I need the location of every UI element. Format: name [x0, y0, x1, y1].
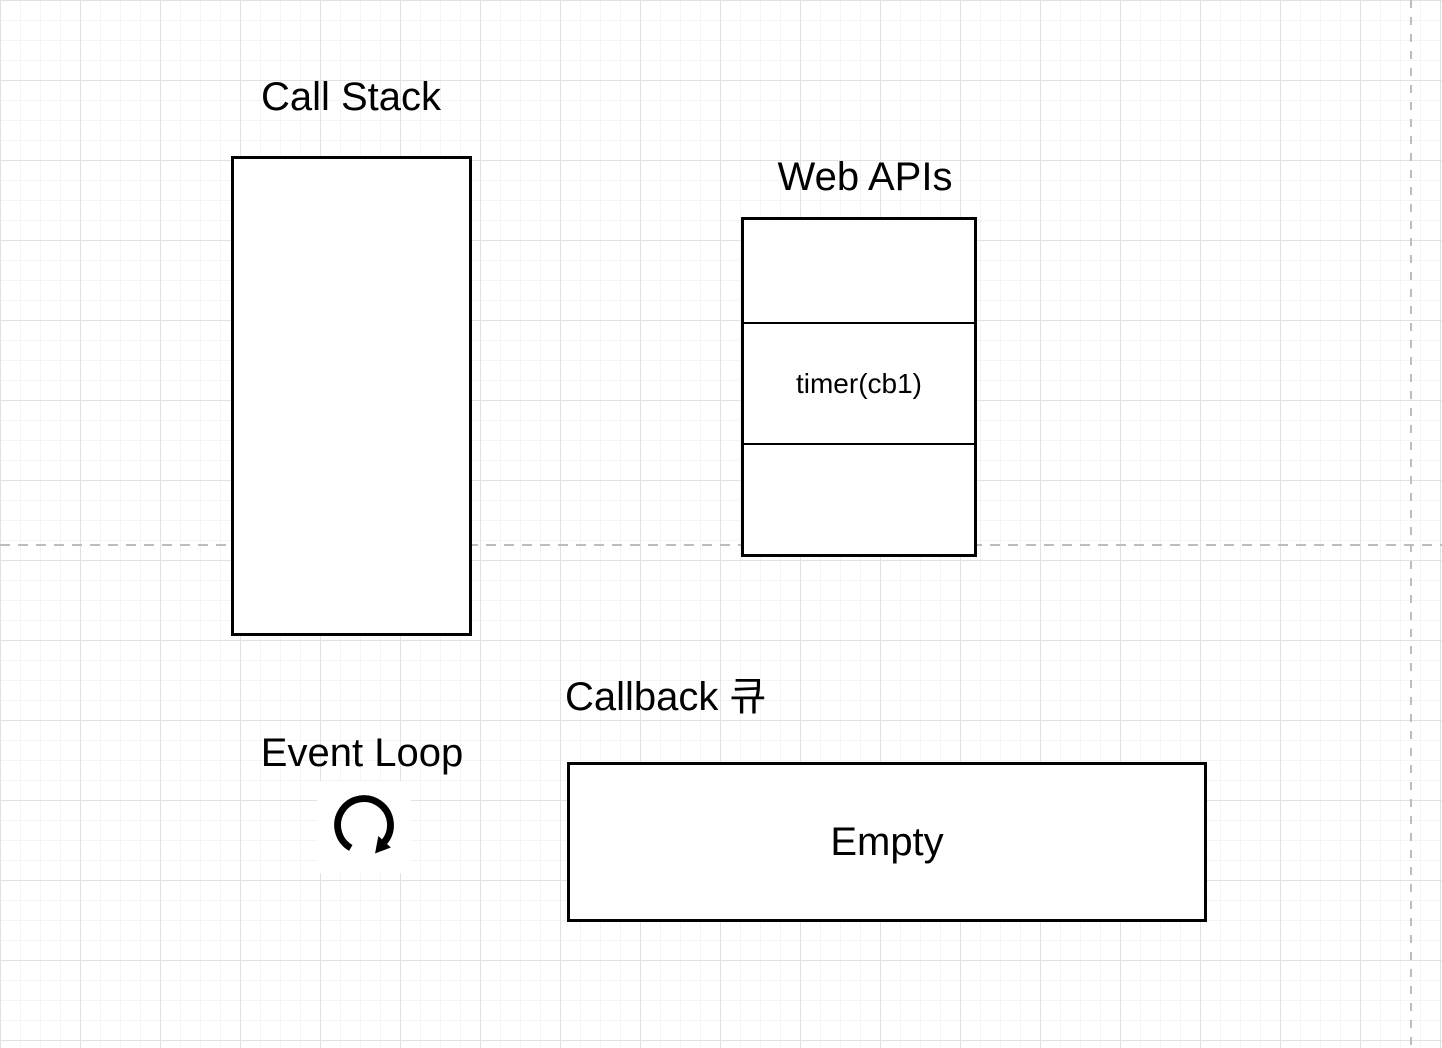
- web-apis-label[interactable]: Web APIs: [777, 155, 953, 199]
- loop-arrow-svg: [334, 795, 394, 854]
- web-api-cell-2-text: timer(cb1): [795, 367, 922, 399]
- page-guide-vertical: [1410, 0, 1412, 1048]
- clockwise-loop-arrow-icon[interactable]: [317, 781, 411, 873]
- event-loop-label[interactable]: Event Loop: [260, 731, 464, 775]
- callback-queue-label[interactable]: Callback 큐: [565, 675, 767, 719]
- web-api-cell-3[interactable]: [744, 443, 974, 554]
- web-apis-box[interactable]: timer(cb1): [741, 217, 977, 557]
- call-stack-box[interactable]: [231, 156, 472, 636]
- web-api-cell-2[interactable]: timer(cb1): [744, 322, 974, 443]
- page-guide-horizontal: [0, 544, 1442, 546]
- web-api-cell-1[interactable]: [744, 220, 974, 322]
- callback-queue-box[interactable]: Empty: [567, 762, 1207, 922]
- callback-queue-content-label: Empty: [830, 819, 944, 864]
- call-stack-label[interactable]: Call Stack: [260, 75, 442, 119]
